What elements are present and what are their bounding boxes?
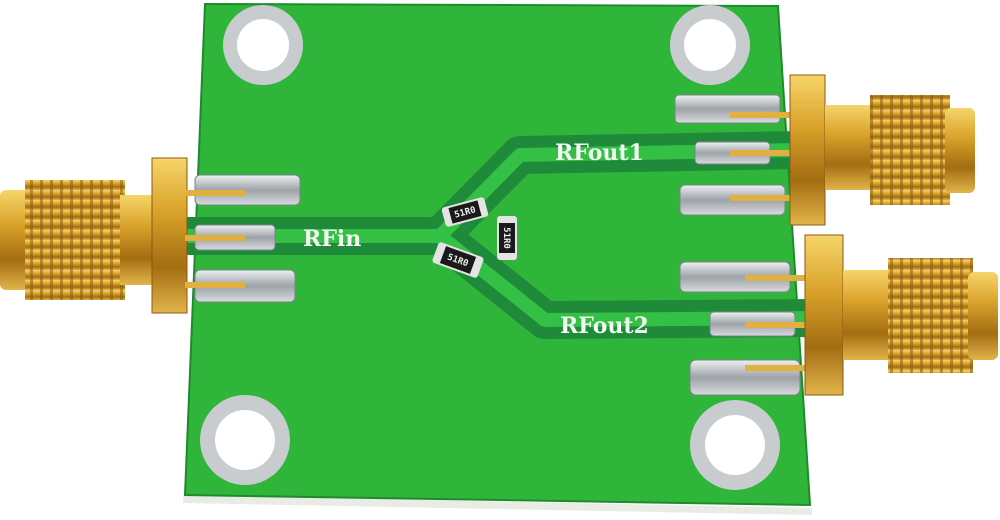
sma-connector-output2 (745, 234, 998, 396)
sma-connector-input (0, 157, 245, 314)
mounting-holes (200, 5, 780, 490)
resistor-marking: 51R0 (501, 227, 511, 249)
label-rfout1: RFout1 (555, 140, 644, 166)
label-rfout2: RFout2 (560, 313, 649, 339)
label-rfin: RFin (303, 226, 361, 252)
sma-connector-output1 (730, 74, 975, 226)
resistors: 51R0 51R0 51R0 (432, 197, 517, 278)
pcb-board: 51R0 51R0 51R0 RFin RFout1 RFout2 (183, 2, 821, 515)
